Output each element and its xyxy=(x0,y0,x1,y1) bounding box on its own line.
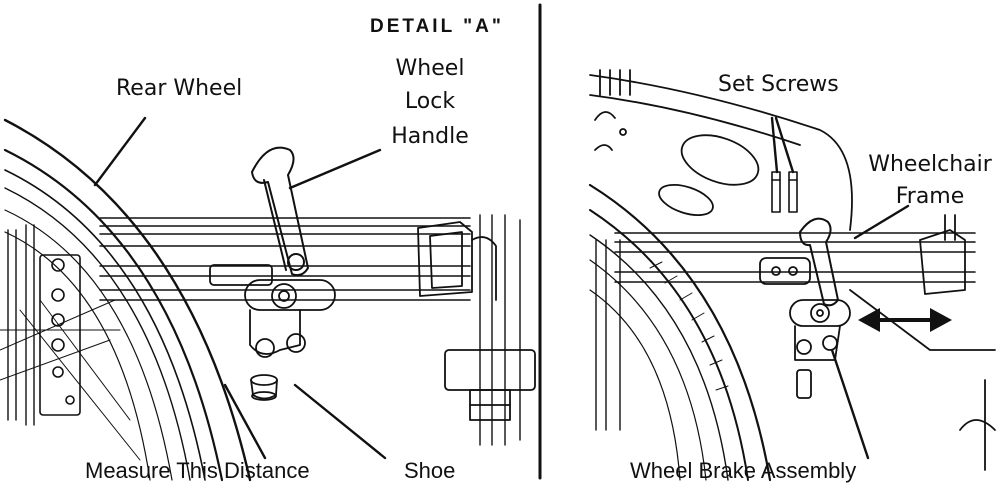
label-measure-distance: Measure This Distance xyxy=(85,458,310,483)
leader-lines-left xyxy=(93,116,387,460)
wheel-lock-handle xyxy=(251,146,309,277)
label-wheel-brake-assembly: Wheel Brake Assembly xyxy=(630,458,857,483)
wheel-lock-handle-right xyxy=(799,217,839,307)
adjustment-arrow xyxy=(858,308,952,332)
frame-end-right xyxy=(849,214,996,471)
label-wheelchair-frame-2: Frame xyxy=(895,184,965,209)
label-wheel-lock-handle-1: Wheel xyxy=(395,56,465,81)
frame-end-bracket xyxy=(417,221,536,421)
brake-assembly-right xyxy=(789,299,851,399)
label-wheelchair-frame-1: Wheelchair xyxy=(868,152,992,177)
frame-posts-right xyxy=(595,239,621,431)
label-set-screws: Set Screws xyxy=(718,72,839,97)
right-panel-drawing xyxy=(588,69,996,482)
rear-wheel-left xyxy=(3,118,252,482)
label-wheel-lock-handle-3: Handle xyxy=(391,124,469,149)
mount-plate-right xyxy=(759,257,811,285)
hand-rim-hatch xyxy=(649,261,729,391)
brake-clamp-left xyxy=(209,264,336,358)
axle-plate-bolts xyxy=(39,254,81,416)
brake-shoe xyxy=(250,374,278,401)
top-plate-right xyxy=(589,69,853,231)
label-shoe: Shoe xyxy=(404,458,456,483)
set-screws xyxy=(771,171,798,213)
detail-title: DETAIL "A" xyxy=(370,16,504,37)
frame-tube-right xyxy=(614,232,976,283)
wheel-spokes-left xyxy=(0,299,141,461)
leader-lines-right xyxy=(770,116,910,460)
rear-wheel-right xyxy=(588,183,772,482)
left-panel-drawing xyxy=(0,118,536,482)
label-wheel-lock-handle-2: Lock xyxy=(404,89,456,114)
frame-tube-left xyxy=(99,217,471,301)
label-rear-wheel: Rear Wheel xyxy=(116,76,243,101)
frame-posts-left xyxy=(7,214,521,446)
